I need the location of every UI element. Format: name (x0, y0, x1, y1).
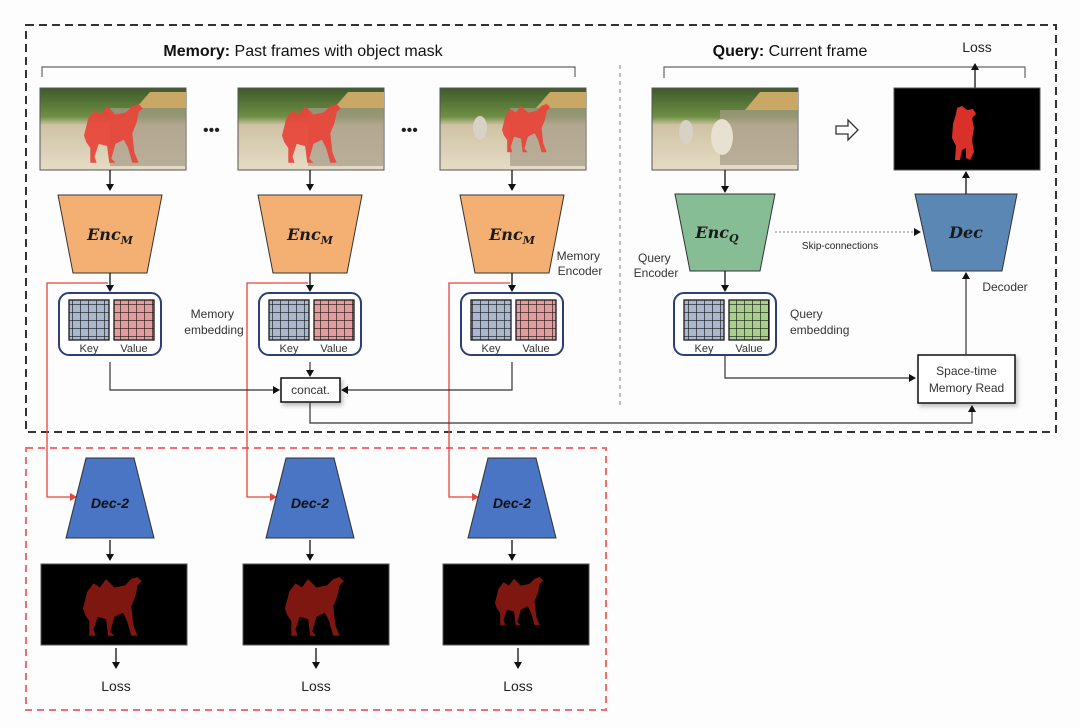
decoder-caption: Decoder (982, 280, 1027, 294)
auxiliary-decoder-3: Dec-2 (467, 457, 557, 539)
memory-read-label-line1: Space-time (936, 364, 997, 378)
memory-read-label-line2: Memory Read (929, 381, 1004, 395)
concat-node: concat. (280, 377, 341, 403)
auxiliary-decoder-label: Dec-2 (91, 495, 129, 511)
query-encoder: EncQ (674, 193, 776, 272)
query-title-rest: Current frame (764, 43, 867, 60)
auxiliary-decoder-label: Dec-2 (493, 495, 531, 511)
auxiliary-loss-label: Loss (503, 678, 533, 694)
auxiliary-dashed-frame (25, 447, 607, 711)
query-embedding: Key Value (673, 292, 777, 356)
value-grid (313, 299, 355, 341)
memory-bracket (41, 66, 576, 77)
query-decoder: Dec (914, 193, 1018, 272)
query-title-bold: Query: (713, 43, 765, 60)
concat-to-memory-read (309, 402, 976, 424)
query-key-label: Key (695, 343, 714, 355)
query-embedding-caption: Query embedding (790, 307, 849, 337)
memory-encoder-label: EncM (488, 225, 536, 247)
query-encoder-label: EncQ (694, 223, 739, 245)
query-output-mask-image (893, 87, 1041, 171)
concat-in-right (341, 362, 513, 394)
auxiliary-decoder-2: Dec-2 (265, 457, 355, 539)
ellipsis-2: ••• (401, 122, 418, 139)
ellipsis-1: ••• (203, 122, 220, 139)
past-frame-image-1 (39, 87, 187, 171)
memory-embedding-3: Key Value (460, 292, 564, 356)
query-value-grid (728, 299, 770, 341)
main-dashed-frame (25, 24, 1057, 433)
query-decoder-label: Dec (948, 223, 983, 242)
memory-encoder-label: EncM (286, 225, 334, 247)
key-grid (268, 299, 310, 341)
memory-title-bold: Memory: (163, 43, 230, 60)
hollow-right-arrow-icon (835, 118, 859, 142)
key-grid (68, 299, 110, 341)
object-mask-overlay (84, 104, 143, 163)
memory-embedding-2: Key Value (258, 292, 362, 356)
skip-connections-label: Skip-connections (802, 241, 878, 252)
memory-encoder-caption: Memory Encoder (557, 249, 604, 278)
key-label: Key (80, 343, 99, 355)
query-section-title: Query: Current frame (713, 43, 868, 60)
past-frame-image-3 (439, 87, 587, 171)
memory-encoder-1: EncM (57, 194, 163, 274)
query-current-frame-image (651, 87, 799, 171)
space-time-memory-read-node: Space-time Memory Read (917, 354, 1016, 404)
memory-encoder-3: EncM (459, 194, 565, 274)
predicted-mask-image-2 (242, 563, 390, 646)
memory-section-title: Memory: Past frames with object mask (163, 43, 443, 60)
key-grid (470, 299, 512, 341)
object-mask-overlay (282, 104, 341, 163)
memory-encoder-2: EncM (257, 194, 363, 274)
key-label: Key (482, 343, 501, 355)
query-key-grid (683, 299, 725, 341)
past-frame-image-2 (237, 87, 385, 171)
concat-in-left (109, 362, 280, 394)
query-encoder-caption: Query Encoder (634, 251, 679, 280)
value-label: Value (120, 343, 147, 355)
auxiliary-loss-label: Loss (301, 678, 331, 694)
query-embedding-to-memory-read (724, 355, 916, 382)
value-grid (515, 299, 557, 341)
value-label: Value (522, 343, 549, 355)
memory-embedding-1: Key Value (58, 292, 162, 356)
predicted-mask-image-1 (40, 563, 188, 646)
predicted-mask-image-3 (442, 563, 590, 646)
concat-label: concat. (291, 383, 330, 397)
query-loss-label: Loss (962, 39, 992, 55)
query-bracket (663, 66, 1026, 78)
auxiliary-decoder-label: Dec-2 (291, 495, 329, 511)
value-label: Value (320, 343, 347, 355)
auxiliary-loss-label: Loss (101, 678, 131, 694)
memory-embedding-caption: Memory embedding (184, 307, 243, 337)
query-value-label: Value (735, 343, 762, 355)
memory-encoder-label: EncM (86, 225, 134, 247)
memory-title-rest: Past frames with object mask (230, 43, 444, 60)
auxiliary-branch-arrow (46, 282, 108, 501)
value-grid (113, 299, 155, 341)
auxiliary-decoder-1: Dec-2 (65, 457, 155, 539)
key-label: Key (280, 343, 299, 355)
